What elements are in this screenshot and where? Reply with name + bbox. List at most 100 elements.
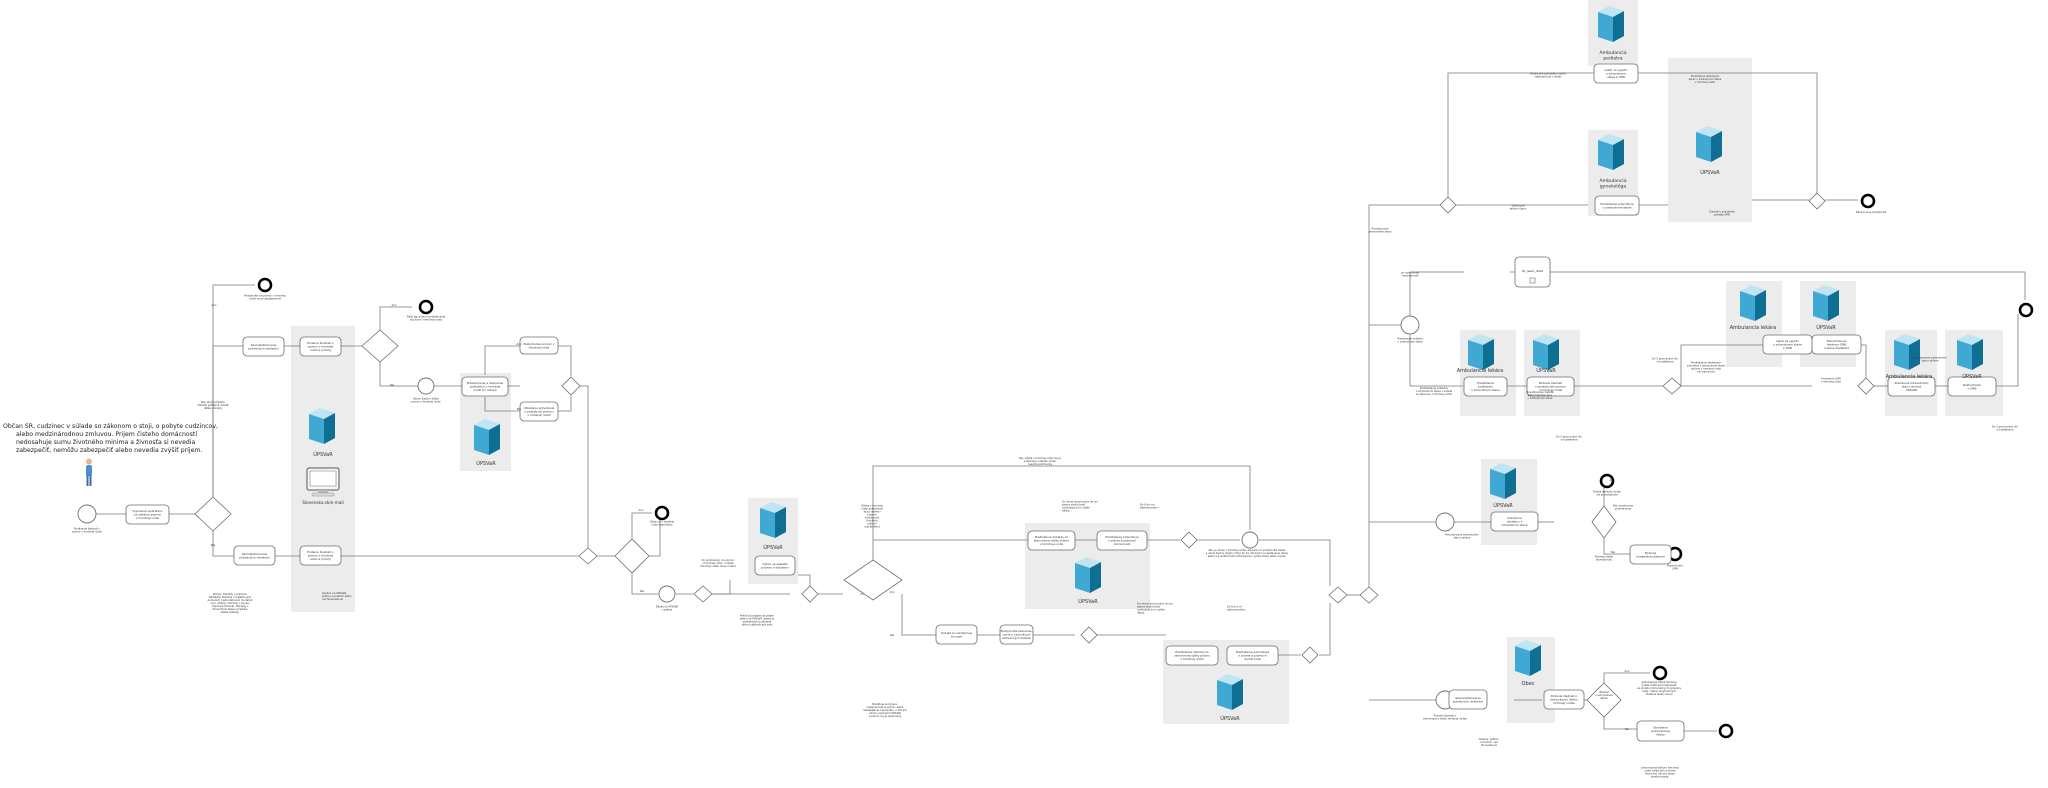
gateway-merge-4[interactable] xyxy=(801,585,819,603)
annotation-line: nezapracovanie príjmu, alebo xyxy=(866,705,904,709)
gateway-merge-9[interactable] xyxy=(1808,192,1826,210)
task-doklad-zarobkova[interactable] xyxy=(935,624,978,645)
annotation-line: Ďalší typ pomoci poskytovanej xyxy=(407,313,446,318)
annotation-line: hmotnej núdze nie je možné xyxy=(700,564,736,568)
gateway-eligibility[interactable] xyxy=(361,329,399,363)
task-label-line: Podanie žiadosti xyxy=(1539,381,1563,385)
task-predlozenie-potvrdenia-1[interactable] xyxy=(1096,530,1148,551)
end-event-5[interactable] xyxy=(2018,302,2034,318)
end-event-6[interactable] xyxy=(1599,473,1615,489)
task-zl-lekar-dieta[interactable] xyxy=(1514,256,1551,288)
intermediate-event-1[interactable] xyxy=(417,377,435,395)
task-label: ŽL_lekár_dieťa xyxy=(1522,268,1543,273)
end-event-3[interactable] xyxy=(654,505,670,521)
start-event-opn[interactable] xyxy=(1400,315,1420,335)
computer-icon xyxy=(306,467,340,497)
task-zaznamenanie[interactable] xyxy=(999,624,1034,645)
end-event-2[interactable] xyxy=(418,299,434,315)
annotation-line: potvrdení o zdravotnom stave xyxy=(1687,363,1725,367)
task-lekar-vyjadri[interactable] xyxy=(1463,376,1508,397)
annotation-line: (starostlivosť o dieťa) xyxy=(1535,74,1562,78)
annotation-line: Osobne na ÚPSVaR, xyxy=(322,590,347,595)
task-label-line: lekárom OPN xyxy=(1827,343,1846,347)
task-vyzva[interactable] xyxy=(754,555,796,576)
task-skompletizovanie-2[interactable] xyxy=(233,545,276,566)
task-obdrzanie[interactable] xyxy=(1636,720,1685,742)
intermediate-event-3[interactable] xyxy=(1241,531,1259,549)
gateway-benefit-paid[interactable] xyxy=(843,559,903,601)
task-label-line: k OPN xyxy=(1783,346,1792,350)
start-event-health[interactable] xyxy=(1435,512,1455,532)
task-ukladanie[interactable] xyxy=(519,401,559,422)
annotation-line: tehotnú ženu xyxy=(1510,206,1527,210)
gateway-health-state[interactable] xyxy=(1591,505,1617,539)
end-event-4[interactable] xyxy=(1860,193,1876,209)
annotation: Dávka nie je poskytnutá xyxy=(1856,210,1887,214)
flow-label-line: Áno xyxy=(638,507,643,512)
task-predlozenie-potvrdenia-2[interactable] xyxy=(1226,645,1279,666)
gateway-merge-2[interactable] xyxy=(578,547,598,565)
task-skompletizovanie-1[interactable] xyxy=(242,336,285,357)
task-preskumanie[interactable] xyxy=(461,376,509,397)
annotation-line: podmienkam xyxy=(1615,506,1632,510)
task-posudenie-upsvr[interactable] xyxy=(1490,511,1539,532)
task-predlozenie-potvrdenia-zdrav[interactable] xyxy=(1811,334,1862,355)
annotation-line: poskytnutá na základe xyxy=(743,619,772,623)
gateway-material-need[interactable] xyxy=(614,538,650,574)
task-poskytnutie-pomoci[interactable] xyxy=(519,336,559,355)
gateway-merge-1[interactable] xyxy=(561,376,581,396)
task-label-line: ŽL_lekár_dieťa xyxy=(1522,268,1543,273)
gateway-merge-10[interactable] xyxy=(1857,377,1875,395)
gateway-merge-5[interactable] xyxy=(1080,626,1098,644)
intermediate-event-2[interactable] xyxy=(658,585,676,603)
gateway-opn[interactable] xyxy=(1662,377,1682,395)
task-podanie-ziadosti-1[interactable] xyxy=(299,336,342,357)
end-event-1[interactable] xyxy=(257,277,273,293)
task-predlozenie-upsvr[interactable] xyxy=(1947,376,1997,397)
end-event-9[interactable] xyxy=(1718,723,1734,739)
annotation-line: pomoc v hmotnej núdzi xyxy=(72,529,102,533)
task-rozhodnutie-opn[interactable] xyxy=(1629,544,1672,565)
annotation-line: cez Slovensko.sk xyxy=(322,597,344,601)
task-vysetrenie-lekar[interactable] xyxy=(1887,376,1936,397)
gateway-merge-8[interactable] xyxy=(1328,586,1348,604)
task-label-line: v hmotnej núdzi xyxy=(136,516,160,520)
annotation-line: rozhodujúcich o výške xyxy=(1137,607,1165,611)
annotation-line: v hmotnej núdzi xyxy=(1821,379,1841,383)
task-vysetrenie-gynekologa[interactable] xyxy=(1594,195,1640,216)
building-icon xyxy=(1598,134,1624,170)
end-event-8[interactable] xyxy=(1652,665,1668,681)
annotation-line: rozhodujúcich o výške xyxy=(1062,505,1090,509)
annotation-line: Občan je v hmotnej xyxy=(650,519,675,523)
task-label-line: hmotnej núdze xyxy=(1553,701,1575,705)
gateway-one-time[interactable] xyxy=(1586,682,1622,718)
gateway-complete-docs[interactable] xyxy=(194,496,232,532)
task-label-line: prijmov a dokladov xyxy=(761,565,789,569)
start-event-main[interactable] xyxy=(77,504,97,524)
gateway-merge-6[interactable] xyxy=(1180,531,1198,549)
gateway-split-types[interactable] xyxy=(1359,586,1379,604)
task-vyplnenie[interactable] xyxy=(125,504,170,525)
task-posudzovanie-lekarom[interactable] xyxy=(1526,376,1575,397)
gateway-child-pregnant[interactable] xyxy=(1439,196,1457,214)
task-predlozenie-dokladu-1[interactable] xyxy=(1027,530,1076,551)
task-skompletizovanie-3[interactable] xyxy=(1448,689,1488,710)
task-vysetrenie-pediatra[interactable] xyxy=(1593,63,1639,84)
task-podanie-ziadosti-2[interactable] xyxy=(299,545,342,566)
gateway-merge-7[interactable] xyxy=(1301,646,1319,664)
task-predlozenie-dokladu-2[interactable] xyxy=(1165,645,1219,666)
annotation-line: Do 3 pracovných dní xyxy=(1556,434,1582,438)
task-label-line: o zdravotnom stave xyxy=(1603,205,1632,209)
gateway-merge-3[interactable] xyxy=(693,585,713,603)
task-podanie-jednorazova[interactable] xyxy=(1543,689,1585,710)
